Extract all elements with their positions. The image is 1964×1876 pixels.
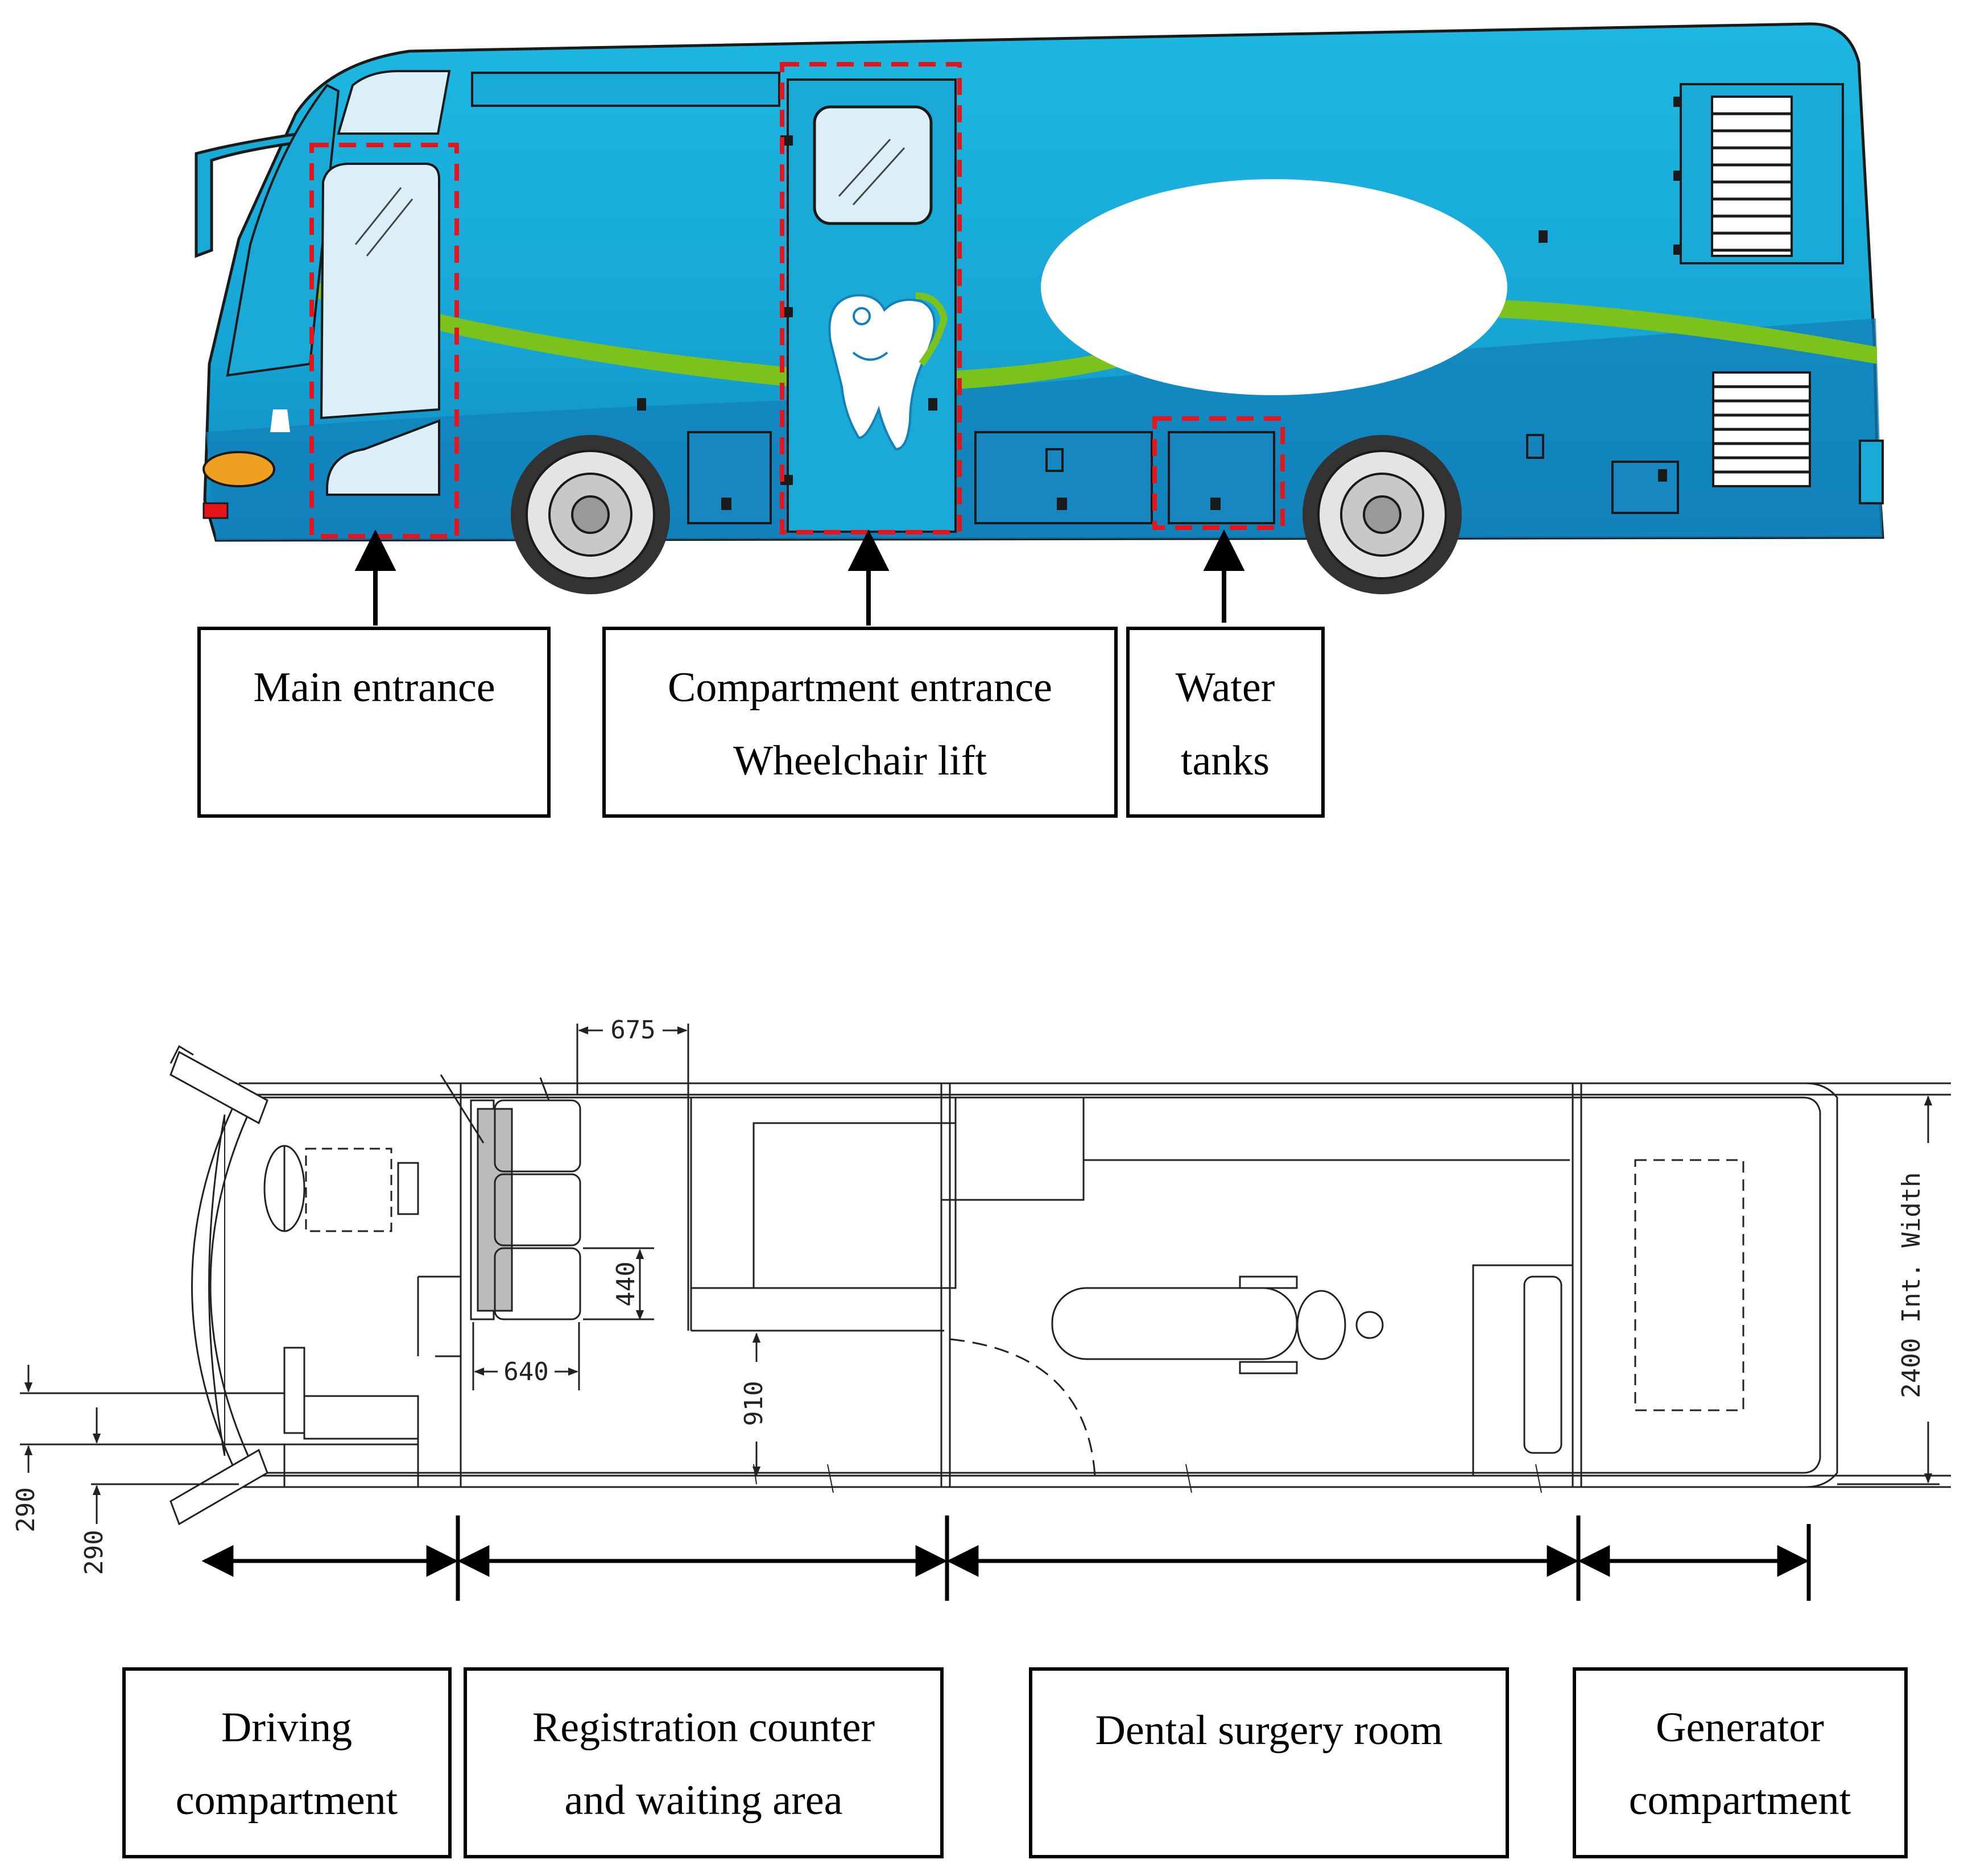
- compartment-door-window: [813, 105, 933, 225]
- zone-generator-line2: compartment: [1629, 1777, 1851, 1824]
- registration-counter: [690, 1096, 957, 1289]
- zone-driving-line2: compartment: [176, 1777, 398, 1824]
- dimension-labels: 675 640 440 910 2400 Int. Width 290 290: [11, 1016, 1926, 1575]
- dimension-annotations: [20, 1024, 1940, 1524]
- callout-arrows: [354, 529, 1245, 626]
- zone-arrows: [201, 1515, 1811, 1601]
- callout-compartment-entrance: Compartment entrance Wheelchair lift: [602, 627, 1118, 818]
- callout-water-tanks-line1: Water: [1176, 664, 1275, 711]
- headlight-icon: [202, 451, 275, 487]
- door-window-upper: [320, 163, 440, 420]
- dim-290-a: 290: [11, 1487, 40, 1532]
- luggage-hatch-3: [1168, 431, 1275, 524]
- callout-compartment-entrance-line2: Wheelchair lift: [733, 738, 987, 784]
- wheel-icon: [511, 435, 1462, 594]
- logo-oval: [1041, 179, 1507, 395]
- door-swing-arc: [949, 1338, 1096, 1476]
- callout-water-tanks: Water tanks: [1126, 627, 1325, 818]
- callout-main-entrance: Main entrance: [197, 627, 551, 818]
- zone-registration: Registration counter and waiting area: [464, 1667, 944, 1858]
- door-window-lower: [326, 419, 440, 496]
- zone-driving: Driving compartment: [122, 1667, 452, 1858]
- highlight-main-entrance: [309, 143, 459, 539]
- vent-grille-icon: [1680, 83, 1844, 487]
- bus-green-stripe: [267, 267, 1877, 392]
- callout-highlights: [309, 62, 1285, 539]
- generator-unit: [1634, 1159, 1744, 1411]
- zone-generator: Generator compartment: [1573, 1667, 1908, 1858]
- waiting-seats: [440, 1074, 581, 1320]
- zone-registration-line2: and waiting area: [565, 1777, 843, 1824]
- roof-rail: [471, 72, 780, 107]
- zone-dental-line1: Dental surgery room: [1095, 1707, 1442, 1754]
- dental-chair-icon: [1051, 1275, 1384, 1374]
- dim-640: 640: [503, 1357, 548, 1386]
- dim-440: 440: [611, 1261, 640, 1306]
- zone-generator-line1: Generator: [1656, 1704, 1824, 1751]
- zone-driving-line1: Driving: [221, 1704, 352, 1751]
- bus-side-view: [195, 22, 1884, 626]
- bus-floor-plan: [169, 1045, 1951, 1526]
- front-curve: [209, 1097, 257, 1473]
- front-indicator: [202, 502, 229, 519]
- zone-registration-line1: Registration counter: [532, 1704, 875, 1751]
- luggage-hatch-4: [1611, 461, 1679, 514]
- dim-width: 2400 Int. Width: [1897, 1172, 1926, 1398]
- callout-compartment-entrance-line1: Compartment entrance: [668, 664, 1052, 711]
- front-mirror-top: [169, 1050, 268, 1125]
- callout-water-tanks-line2: tanks: [1181, 738, 1270, 784]
- dim-290-b: 290: [80, 1530, 109, 1575]
- front-mirror-bottom: [169, 1448, 268, 1526]
- upper-front-window: [337, 70, 451, 135]
- dim-675: 675: [610, 1016, 655, 1045]
- highlight-compartment-entrance: [780, 62, 962, 535]
- zone-dental: Dental surgery room: [1029, 1667, 1509, 1858]
- front-tooth-badge: [270, 409, 290, 432]
- callout-main-entrance-line1: Main entrance: [253, 664, 495, 711]
- highlight-water-tanks: [1152, 416, 1285, 530]
- rear-bumper: [1859, 440, 1884, 504]
- driver-seat: [305, 1148, 392, 1232]
- tooth-mascot-icon: [828, 292, 948, 451]
- dim-910: 910: [739, 1381, 768, 1426]
